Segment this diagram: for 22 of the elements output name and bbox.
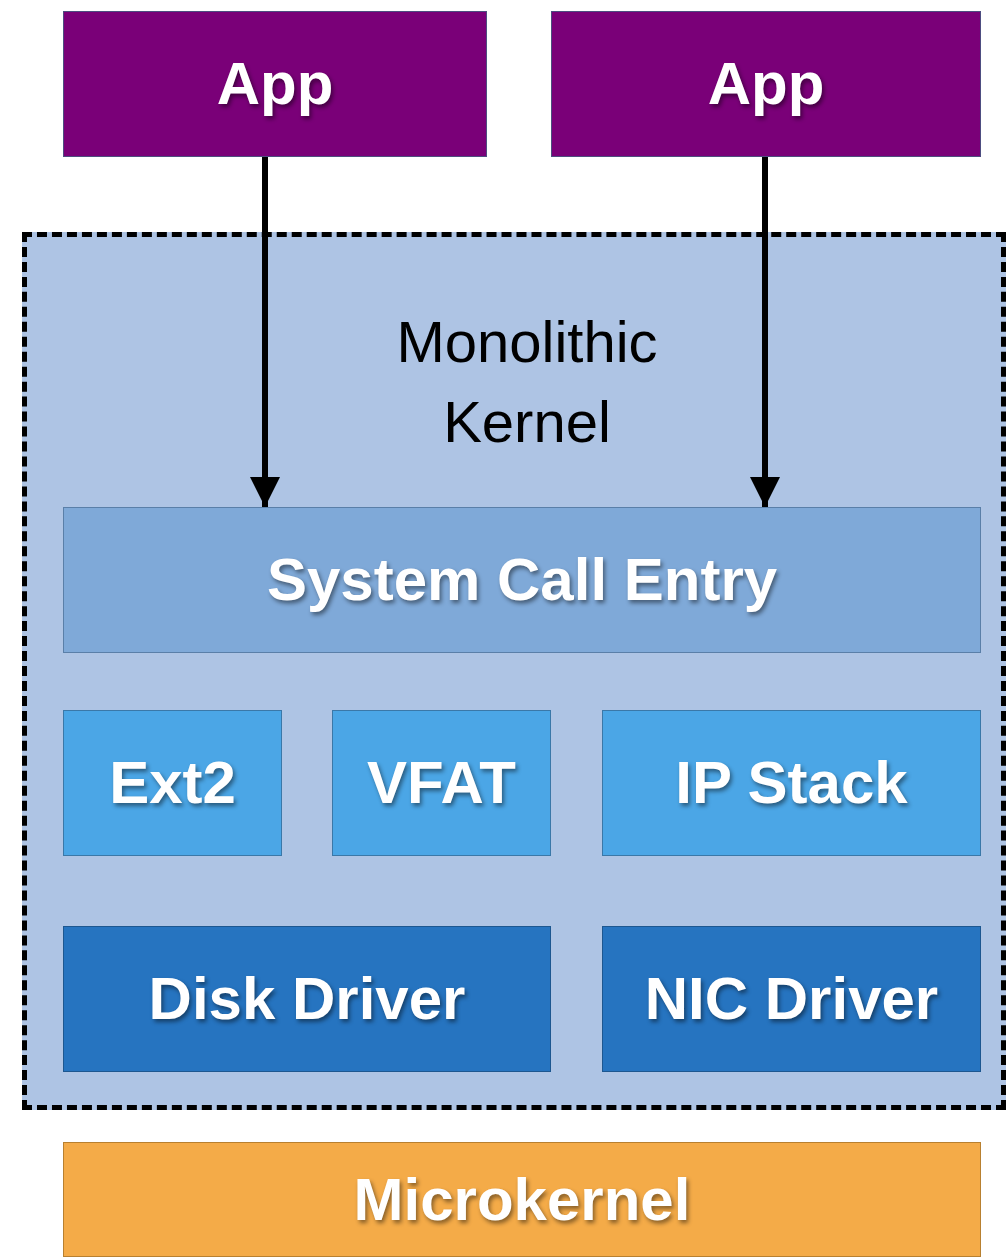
module-box: [63, 710, 282, 856]
arrow: [250, 157, 280, 507]
microkernel-box: [63, 1142, 981, 1257]
layer-box: [63, 507, 981, 653]
app-box: [63, 11, 487, 157]
box-label: Disk Driver: [148, 969, 466, 1029]
arrow: [750, 157, 780, 507]
driver-box: [63, 926, 551, 1072]
box-label: App: [216, 54, 334, 114]
region-title: Monolithic Kernel: [395, 308, 659, 456]
module-box: [602, 710, 981, 856]
box-label: IP Stack: [675, 753, 908, 813]
box-label: App: [707, 54, 825, 114]
driver-box: [602, 926, 981, 1072]
box-label: Ext2: [109, 753, 236, 813]
box-label: Microkernel: [353, 1169, 691, 1230]
box-label: System Call Entry: [266, 550, 778, 610]
box-label: NIC Driver: [644, 969, 939, 1029]
module-box: [332, 710, 551, 856]
box-label: VFAT: [367, 753, 516, 813]
app-box: [551, 11, 981, 157]
kernel-region: [22, 232, 1006, 1110]
